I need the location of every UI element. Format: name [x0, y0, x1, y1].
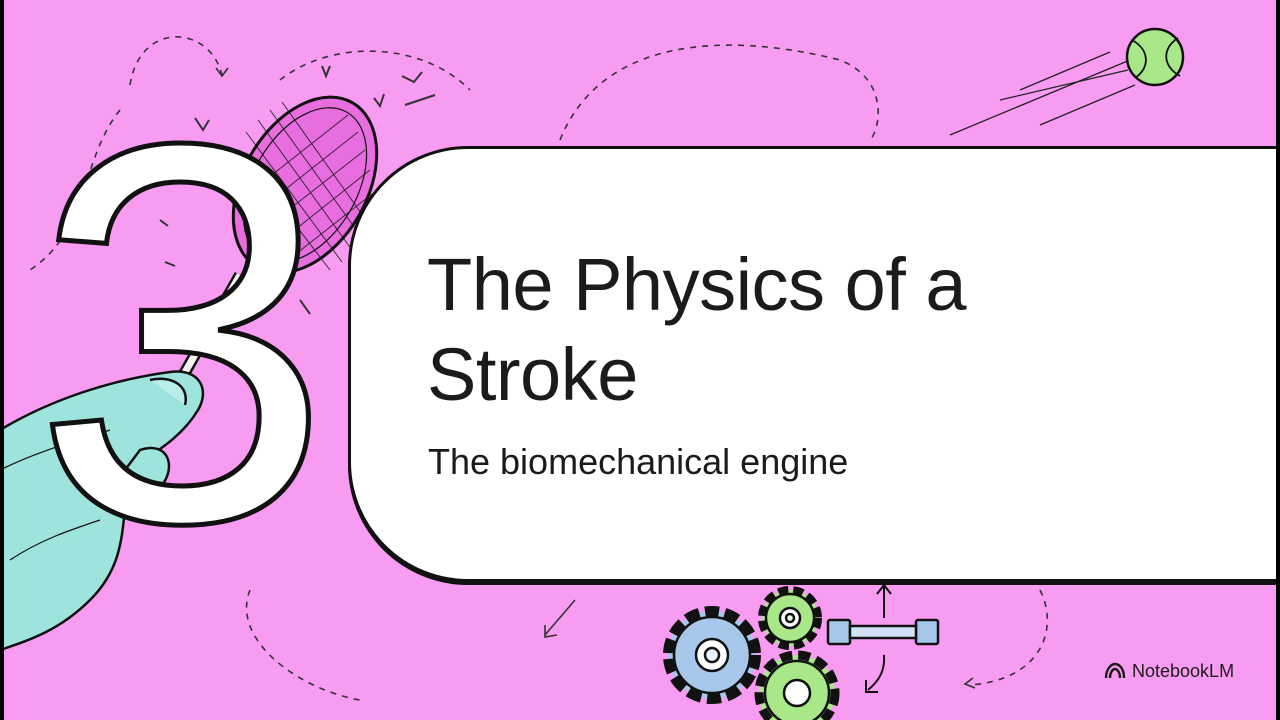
- brand-name: NotebookLM: [1132, 660, 1235, 681]
- background-doodles: [4, 27, 1185, 720]
- section-number-graphic: 3: [32, 120, 332, 560]
- notebooklm-logo-icon: [1104, 662, 1126, 679]
- tennis-ball-icon: [949, 27, 1185, 136]
- slide: 3: [4, 0, 1276, 720]
- tennis-racket-icon: [169, 95, 379, 393]
- section-number: 3: [32, 120, 332, 560]
- title-card: [348, 146, 1276, 582]
- arrows-icon: [865, 583, 892, 693]
- dashed-motion-paths-icon: [29, 36, 1049, 701]
- slide-title: The Physics of a Stroke: [427, 243, 967, 416]
- motion-marks-icon: [159, 65, 436, 315]
- notebooklm-brand: NotebookLM: [1104, 658, 1234, 684]
- arm-icon: [4, 370, 205, 650]
- dumbbell-icon: [826, 618, 940, 646]
- slide-subtitle: The biomechanical engine: [428, 441, 849, 482]
- gears-icon: [663, 586, 840, 720]
